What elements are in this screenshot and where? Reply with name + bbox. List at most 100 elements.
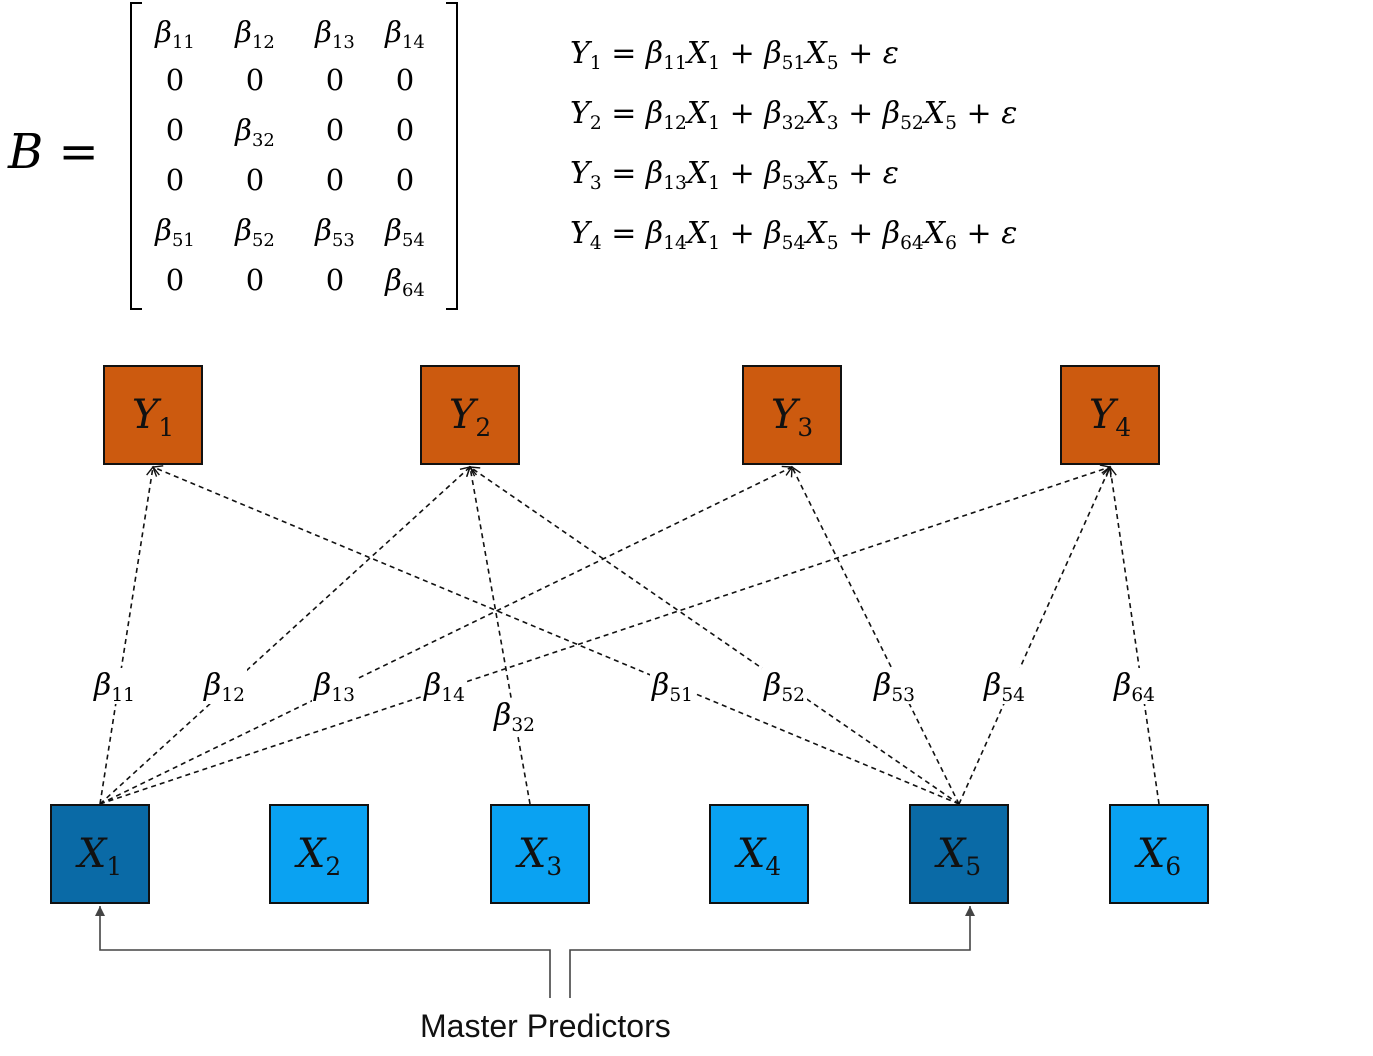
symbol-main: Y — [570, 96, 590, 131]
node-label: X1 — [77, 831, 122, 879]
symbol-main: β — [764, 36, 782, 71]
equation-predictor: X5 — [805, 156, 839, 194]
matrix-left-bracket — [130, 2, 142, 310]
symbol-main: 0 — [395, 63, 415, 97]
response-node-y3: Y3 — [742, 365, 842, 465]
edge-coefficient: β11 — [94, 668, 136, 706]
matrix-cell: β11 — [135, 14, 215, 51]
symbol-main: X — [686, 156, 709, 191]
symbol-subscript: 64 — [1131, 684, 1156, 706]
symbol-subscript: 3 — [826, 112, 839, 134]
edge-label-beta-14: β14 — [422, 668, 468, 705]
edge-x1-y2 — [99, 466, 472, 805]
symbol-subscript: 11 — [111, 684, 136, 706]
edge-coefficient: β51 — [652, 668, 693, 705]
symbol-subscript: 6 — [1165, 851, 1182, 881]
symbol-subscript: 32 — [511, 714, 536, 736]
master-arrow-x1 — [95, 906, 551, 998]
symbol-subscript: 3 — [589, 172, 602, 194]
matrix-entry: 0 — [326, 263, 344, 297]
matrix-entry: 0 — [166, 63, 184, 97]
equation-coefficient: β13 — [646, 156, 687, 194]
edge-coefficient: β52 — [764, 668, 806, 706]
matrix-entry: 0 — [326, 63, 344, 97]
symbol-main: β — [645, 36, 664, 71]
predictor-node-x2: X2 — [269, 804, 369, 904]
matrix-entry: 0 — [396, 163, 414, 197]
matrix-entry: 0 — [246, 163, 264, 197]
edge-x1-y1 — [99, 465, 158, 805]
symbol-main: Y — [131, 392, 159, 438]
symbol-subscript: 32 — [251, 129, 275, 151]
matrix-entry: β32 — [235, 113, 275, 149]
symbol-subscript: 64 — [900, 232, 924, 254]
symbol-main: X — [686, 36, 709, 71]
equals-sign: = — [601, 156, 646, 191]
equation-line: Y2 = β12X1 + β32X3 + β52X5 + ε — [570, 94, 1017, 134]
matrix-entry: β54 — [385, 213, 425, 249]
matrix-cell: 0 — [365, 112, 445, 148]
symbol-main: β — [764, 96, 782, 131]
symbol-subscript: 52 — [781, 684, 806, 706]
matrix-cell: 0 — [365, 162, 445, 198]
symbol-subscript: 53 — [891, 684, 916, 706]
edge-x3-y2 — [465, 465, 531, 805]
matrix-entry: β64 — [385, 263, 425, 299]
symbol-main: β — [235, 113, 252, 147]
equals-sign: = — [601, 216, 646, 251]
equation-line: Y1 = β11X1 + β51X5 + ε — [570, 34, 899, 74]
node-label: X4 — [737, 831, 781, 879]
edge-coefficient: β13 — [314, 668, 355, 705]
symbol-main: β — [155, 213, 172, 247]
symbol-main: 0 — [395, 163, 415, 197]
symbol-subscript: 13 — [663, 172, 687, 194]
symbol-main: Y — [570, 216, 590, 251]
symbol-subscript: 1 — [708, 52, 721, 74]
matrix-right-bracket — [446, 2, 458, 310]
matrix-equals: = — [43, 124, 99, 180]
matrix-cell: 0 — [295, 162, 375, 198]
symbol-main: β — [984, 668, 1002, 703]
symbol-subscript: 64 — [401, 279, 425, 301]
symbol-subscript: 5 — [826, 172, 839, 194]
symbol-main: β — [314, 668, 332, 703]
symbol-main: X — [296, 831, 326, 877]
symbol-subscript: 2 — [589, 112, 602, 134]
symbol-main: X — [805, 216, 827, 251]
error-term: ε — [1001, 216, 1018, 251]
matrix-entry: β53 — [315, 213, 355, 249]
symbol-subscript: 12 — [221, 684, 246, 706]
symbol-main: 0 — [165, 163, 185, 197]
symbol-main: Y — [770, 392, 798, 438]
edge-coefficient: β54 — [984, 668, 1026, 706]
matrix-cell: 0 — [135, 112, 215, 148]
matrix-cell: β64 — [365, 262, 445, 299]
symbol-subscript: 5 — [826, 52, 839, 74]
symbol-main: X — [805, 36, 827, 71]
matrix-entry: β52 — [235, 213, 275, 249]
symbol-main: X — [686, 216, 709, 251]
symbol-main: β — [385, 263, 402, 297]
edge-label-beta-51: β51 — [650, 668, 696, 705]
equation-coefficient: β11 — [645, 36, 687, 74]
symbol-subscript: 4 — [1115, 412, 1132, 442]
symbol-main: Y — [1088, 392, 1116, 438]
symbol-subscript: 11 — [663, 52, 687, 74]
edge-label-beta-54: β54 — [982, 668, 1028, 706]
symbol-main: X — [77, 831, 107, 877]
edge-x1-y3 — [99, 465, 794, 805]
symbol-subscript: 12 — [663, 112, 687, 134]
edge-x5-y4 — [958, 465, 1112, 805]
matrix-entry: 0 — [326, 163, 344, 197]
equation-predictor: X1 — [686, 36, 721, 74]
matrix-entry: 0 — [246, 63, 264, 97]
node-label: X2 — [296, 831, 341, 879]
matrix-cell: 0 — [365, 62, 445, 98]
plus-sign: + — [720, 36, 765, 71]
symbol-subscript: 53 — [781, 172, 806, 194]
edge-x1-y4 — [99, 464, 1112, 805]
node-label: Y1 — [131, 392, 174, 440]
edge-coefficient: β32 — [494, 698, 536, 736]
equation-coefficient: β14 — [646, 216, 687, 253]
symbol-subscript: 54 — [1001, 684, 1026, 706]
